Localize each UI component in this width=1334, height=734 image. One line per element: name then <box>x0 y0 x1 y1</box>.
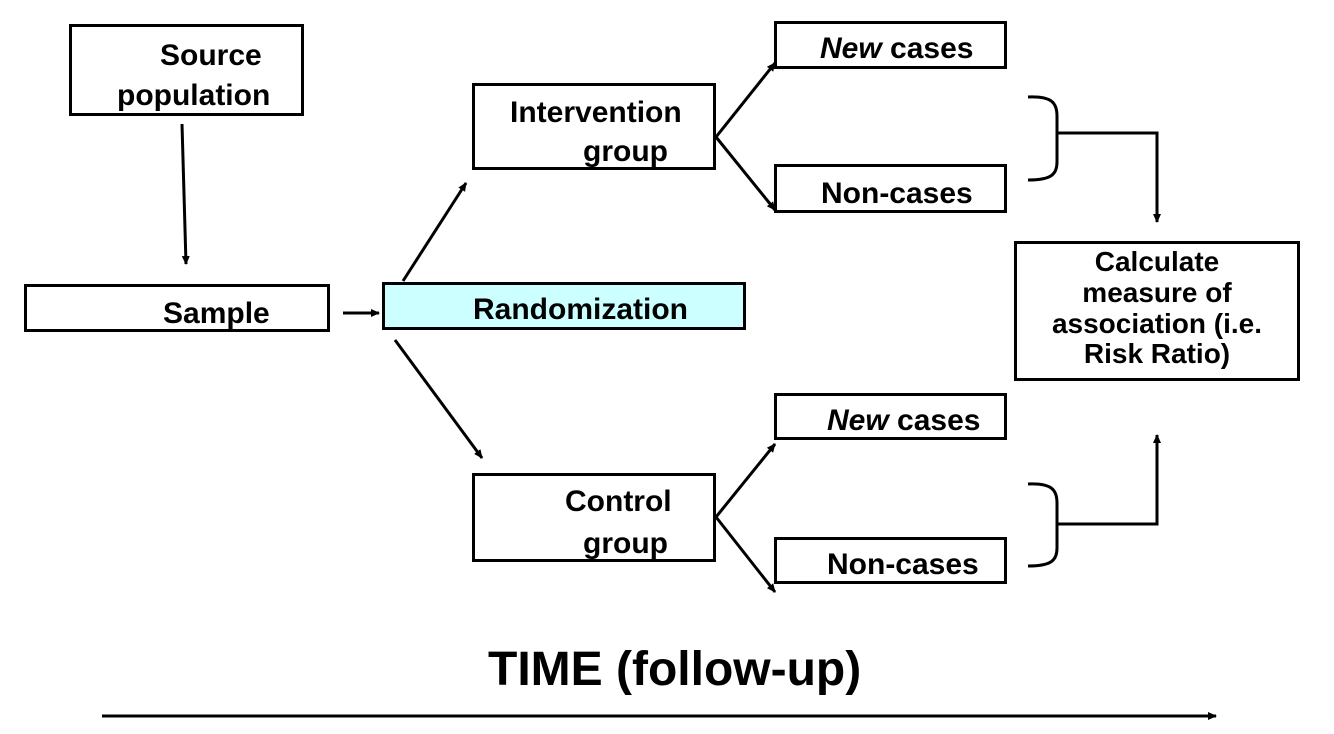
calculate-line3: association (i.e. <box>1051 307 1263 339</box>
new-emphasis: New <box>820 32 882 65</box>
control-non-cases-label: Non-cases <box>827 548 979 581</box>
calculate-line1: Calculate <box>1094 246 1220 277</box>
randomization-label: Randomization <box>473 293 688 326</box>
new-emphasis: New <box>827 404 889 437</box>
intervention-new-cases-label: New cases <box>820 32 973 65</box>
control-non-cases-box: Non-cases <box>774 537 1007 584</box>
intervention-non-cases-label: Non-cases <box>821 177 973 210</box>
intervention-new-cases-box: New cases <box>774 21 1007 69</box>
control-group-line1: Control <box>565 485 672 518</box>
control-new-cases-box: New cases <box>774 393 1007 440</box>
source-population-line2: population <box>117 79 271 112</box>
source-population-line1: Source <box>160 39 262 72</box>
control-new-cases-label: New cases <box>827 404 980 437</box>
calculate-line2: measure of <box>1082 276 1232 308</box>
arrow-upper-to-calculate <box>1057 131 1161 223</box>
time-axis-label: TIME (follow-up) <box>488 643 862 696</box>
calculate-line4: Risk Ratio) <box>1083 338 1231 370</box>
calculate-measure-box: Calculate measure of association (i.e. R… <box>1014 241 1300 381</box>
arrow-randomization-to-intervention <box>401 182 468 282</box>
arrow-randomization-to-control <box>393 339 484 459</box>
randomization-box: Randomization <box>382 282 746 330</box>
intervention-group-box: Intervention group <box>472 83 716 170</box>
arrow-control-to-non-cases <box>714 516 777 593</box>
cases-text: cases <box>897 404 981 437</box>
intervention-group-line1: Intervention <box>510 96 682 129</box>
brace-intervention-outcomes <box>1027 95 1059 182</box>
control-group-line2: group <box>583 527 668 560</box>
arrow-intervention-to-non-cases <box>714 136 777 211</box>
arrow-intervention-to-new-cases <box>714 62 777 138</box>
arrow-control-to-new-cases <box>714 443 777 518</box>
sample-label: Sample <box>163 297 270 330</box>
intervention-non-cases-box: Non-cases <box>774 164 1007 213</box>
intervention-group-line2: group <box>583 135 668 168</box>
source-population-box: Source population <box>69 24 304 116</box>
cases-text: cases <box>890 32 974 65</box>
arrow-source-to-sample <box>180 123 190 265</box>
arrow-lower-to-calculate <box>1057 434 1161 526</box>
sample-box: Sample <box>24 284 330 332</box>
brace-control-outcomes <box>1027 482 1059 568</box>
control-group-box: Control group <box>472 473 716 562</box>
